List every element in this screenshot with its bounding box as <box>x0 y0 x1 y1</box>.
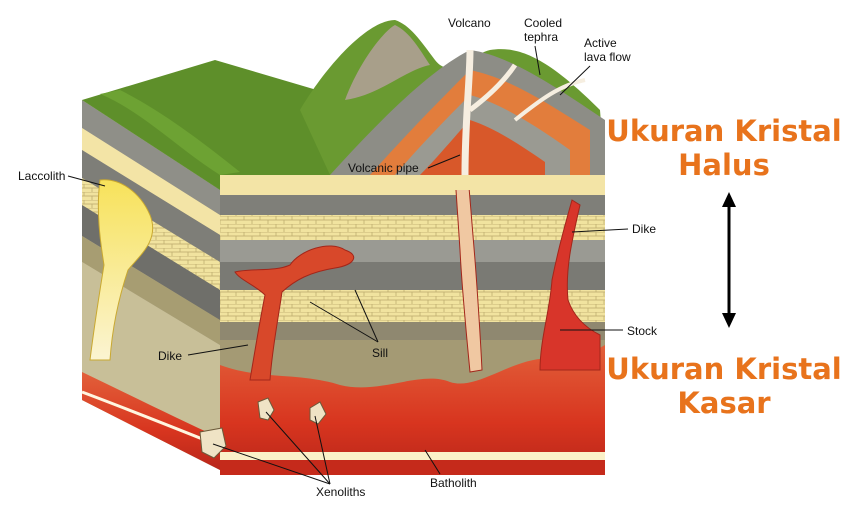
label-volcanic-pipe: Volcanic pipe <box>348 161 419 175</box>
annotation-fine-line1: Ukuran Kristal <box>606 114 842 148</box>
labels: Volcano Cooled tephra Active lava flow L… <box>18 16 658 499</box>
label-dike-right: Dike <box>632 222 656 236</box>
label-cooled-tephra-1: Cooled <box>524 16 562 30</box>
label-cooled-tephra-2: tephra <box>524 30 558 44</box>
label-stock: Stock <box>627 324 658 338</box>
label-batholith: Batholith <box>430 476 477 490</box>
annotation-coarse-line1: Ukuran Kristal <box>606 352 842 386</box>
label-xenoliths: Xenoliths <box>316 485 365 499</box>
annotation-fine-line2: Halus <box>678 148 770 182</box>
label-laccolith: Laccolith <box>18 169 65 183</box>
label-volcano: Volcano <box>448 16 491 30</box>
annotation-coarse-line2: Kasar <box>677 386 771 420</box>
dike-left-shape <box>234 245 355 381</box>
mountain-rock <box>345 25 430 100</box>
label-dike-left: Dike <box>158 349 182 363</box>
label-sill: Sill <box>372 346 388 360</box>
label-active-lava-1: Active <box>584 36 617 50</box>
annotation-fine-crystal: Ukuran Kristal Halus <box>604 114 844 182</box>
volcano-cone <box>330 49 605 176</box>
laccolith-body <box>89 179 154 361</box>
annotation-coarse-crystal: Ukuran Kristal Kasar <box>604 352 844 420</box>
double-arrow-icon <box>722 192 736 328</box>
volcanic-pipe-shape <box>454 174 483 373</box>
xenoliths-shapes <box>199 397 327 459</box>
label-active-lava-2: lava flow <box>584 50 631 64</box>
stock-shape <box>539 199 601 371</box>
